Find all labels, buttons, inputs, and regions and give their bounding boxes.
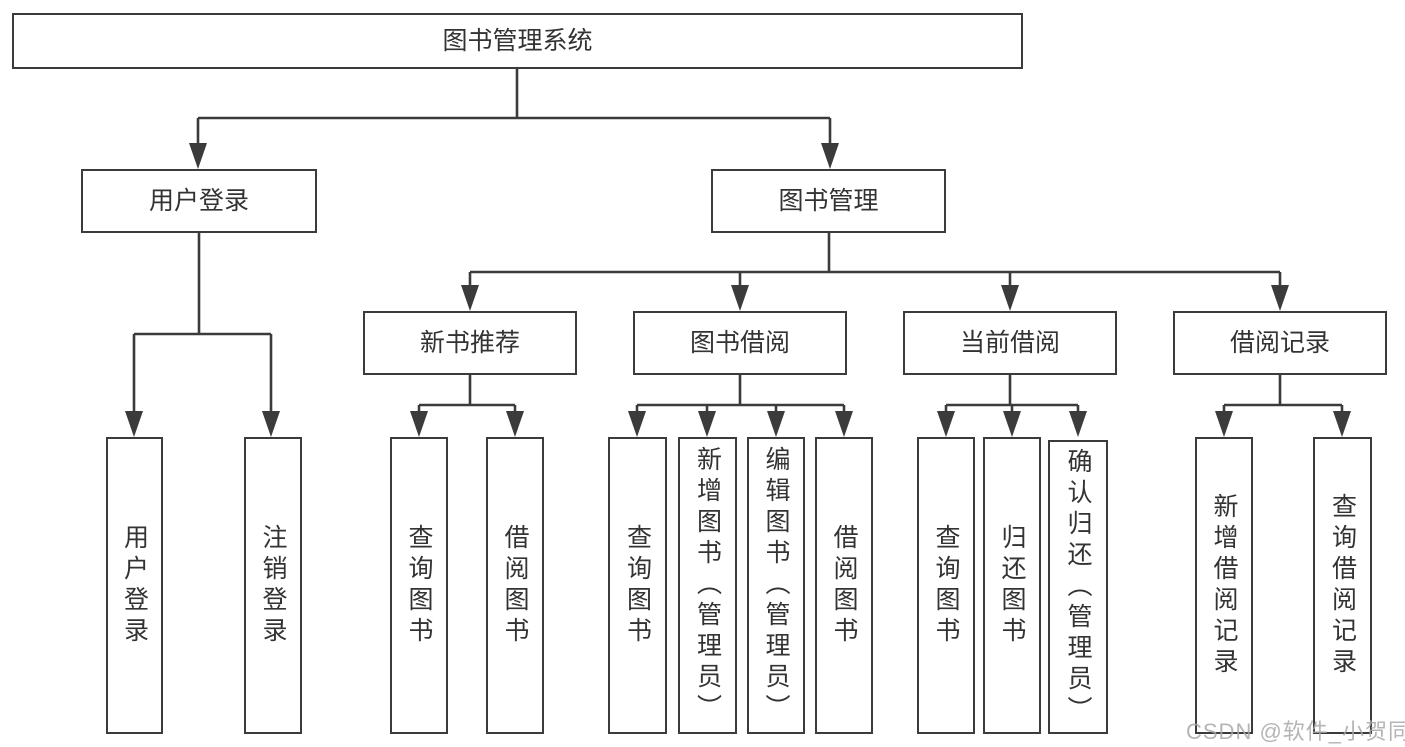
node-label: 用户登录: [148, 187, 249, 215]
node-label: 注销登录: [259, 523, 287, 648]
node-label: 图书借阅: [689, 329, 790, 357]
leaf-add-books-admin: 新增图书（管理员）: [678, 437, 737, 734]
node-label: 查询图书: [932, 523, 960, 648]
leaf-query-books-recommend: 查询图书: [390, 437, 448, 734]
node-label: 新增图书（管理员）: [693, 446, 722, 725]
node-label: 借阅图书: [830, 523, 858, 648]
node-label: 查询借阅记录: [1328, 492, 1357, 679]
node-label: 当前借阅: [959, 329, 1060, 357]
leaf-return-books: 归还图书: [983, 437, 1041, 734]
leaf-add-borrow-record: 新增借阅记录: [1195, 437, 1253, 734]
node-label: 归还图书: [998, 523, 1026, 648]
leaf-edit-books-admin: 编辑图书（管理员）: [747, 437, 805, 734]
node-user-login: 用户登录: [81, 169, 317, 233]
node-label: 图书管理系统: [442, 27, 593, 55]
node-borrowing-records: 借阅记录: [1173, 311, 1387, 375]
node-current-borrowing: 当前借阅: [903, 311, 1117, 375]
leaf-confirm-return-admin: 确认归还（管理员）: [1048, 440, 1108, 734]
node-label: 新书推荐: [419, 329, 520, 357]
node-label: 新增借阅记录: [1210, 492, 1238, 679]
node-label: 借阅记录: [1229, 329, 1330, 357]
node-label: 借阅图书: [501, 523, 529, 648]
leaf-user-login: 用户登录: [106, 437, 163, 734]
watermark: CSDN @软件_小贺同学: [1186, 719, 1405, 744]
node-label: 用户登录: [120, 523, 149, 648]
leaf-query-books-current: 查询图书: [917, 437, 975, 734]
node-new-book-recommend: 新书推荐: [363, 311, 577, 375]
leaf-query-borrow-record: 查询借阅记录: [1313, 437, 1372, 734]
leaf-logout-login: 注销登录: [244, 437, 302, 734]
leaf-query-books-borrowing: 查询图书: [608, 437, 667, 734]
node-label: 查询图书: [405, 523, 433, 648]
node-label: 查询图书: [623, 523, 652, 648]
node-book-management: 图书管理: [711, 169, 946, 233]
node-book-borrowing: 图书借阅: [633, 311, 847, 375]
node-label: 确认归还（管理员）: [1064, 447, 1092, 727]
leaf-borrow-books-borrowing: 借阅图书: [815, 437, 873, 734]
node-label: 编辑图书（管理员）: [762, 446, 790, 725]
node-label: 图书管理: [778, 187, 879, 215]
node-library-management-system: 图书管理系统: [12, 13, 1023, 69]
leaf-borrow-books-recommend: 借阅图书: [486, 437, 544, 734]
